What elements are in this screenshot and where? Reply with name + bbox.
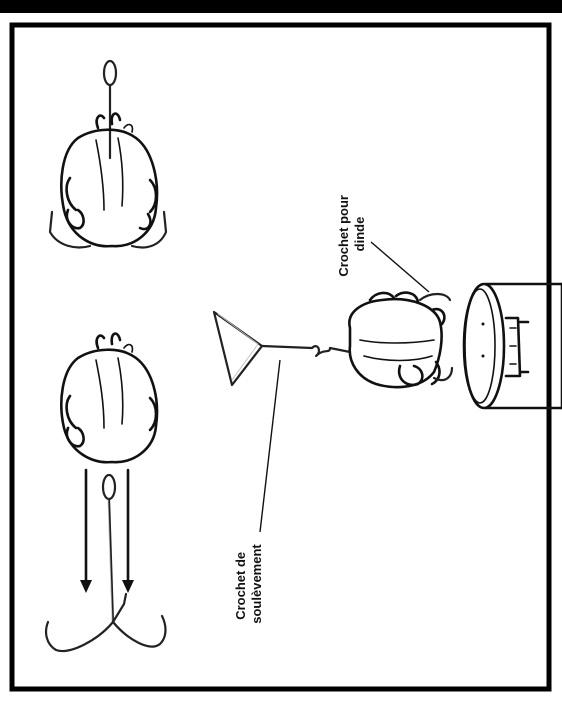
turkey-hook-label: Crochet pour dinde: [336, 191, 367, 276]
turkey-hook-label-line1: Crochet pour: [336, 195, 351, 277]
turkey-hook-label-line2: dinde: [352, 217, 367, 252]
lifting-hook-label: Crochet de soulèvement: [233, 544, 264, 624]
lifting-hook-leader-line: [259, 359, 281, 533]
turkey-hook-leader-line: [370, 241, 430, 293]
lifting-hook-label-line1: Crochet de: [233, 552, 248, 620]
lifting-hook-label-line2: soulèvement: [249, 544, 264, 624]
arrow-icon: [122, 468, 134, 593]
turkey-on-hook-icon: [48, 59, 168, 249]
turkey-hook-icon: [45, 473, 167, 653]
diagram-frame: [9, 22, 552, 692]
lifting-hook-icon[interactable]: [212, 310, 352, 387]
turkey-on-hook-icon: [348, 291, 454, 389]
fryer-pot-icon: [462, 282, 562, 410]
arrow-icon: [80, 468, 92, 593]
top-rule: [0, 0, 562, 13]
turkey-on-hook-icon: [60, 332, 159, 464]
